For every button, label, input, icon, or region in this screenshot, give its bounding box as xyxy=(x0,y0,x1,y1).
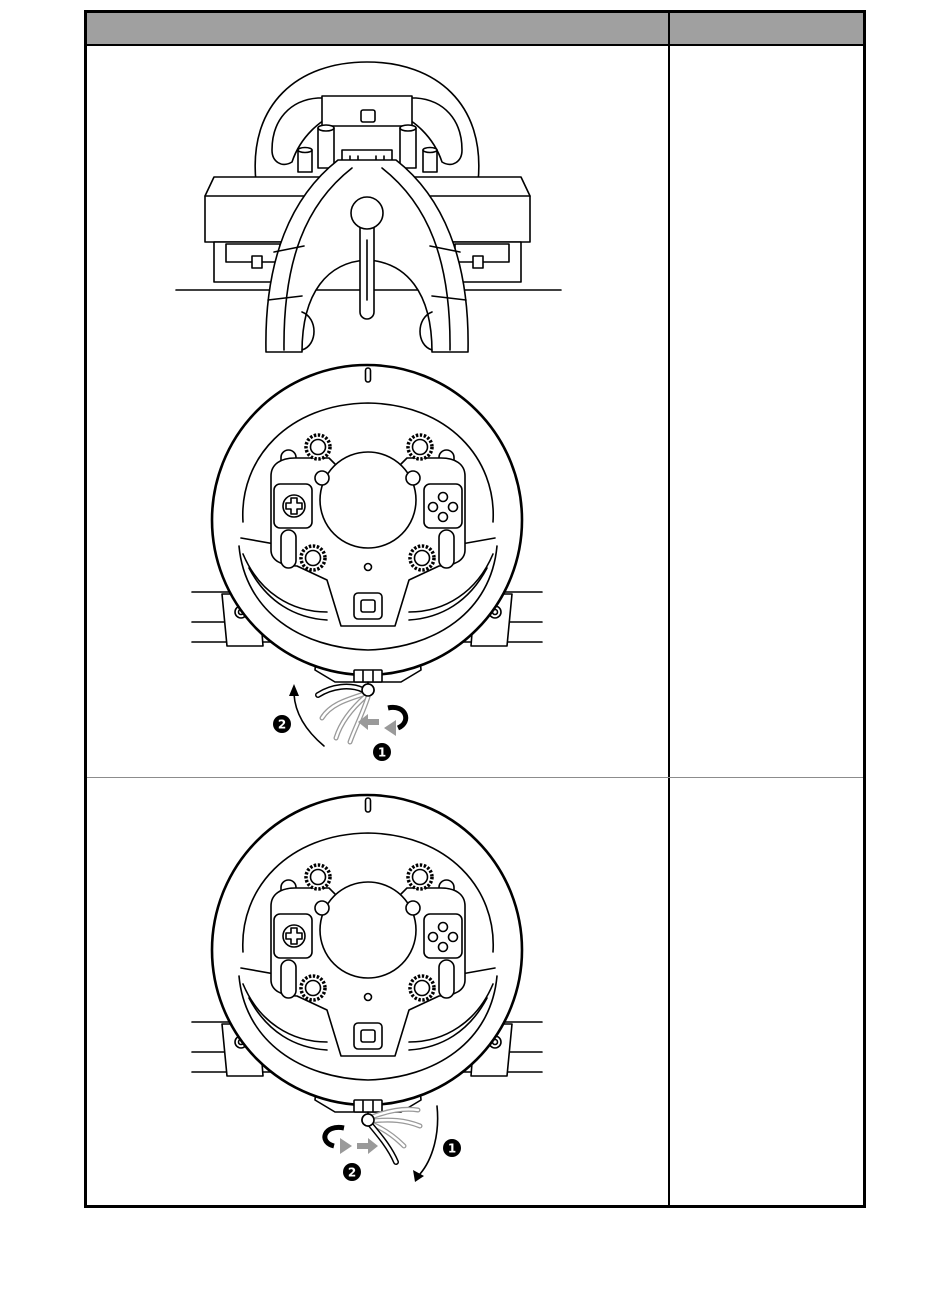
row-1-notes-cell xyxy=(670,46,863,777)
header-cell-notes xyxy=(670,13,863,44)
row-2-illustration-cell xyxy=(87,778,668,1205)
column-divider xyxy=(668,13,670,1205)
table-header xyxy=(87,13,863,46)
instruction-table xyxy=(84,10,866,1208)
row-divider xyxy=(87,777,863,778)
row-2-notes-cell xyxy=(670,778,863,1205)
row-1-illustration-cell xyxy=(87,46,668,777)
header-cell-illustration xyxy=(87,13,668,44)
